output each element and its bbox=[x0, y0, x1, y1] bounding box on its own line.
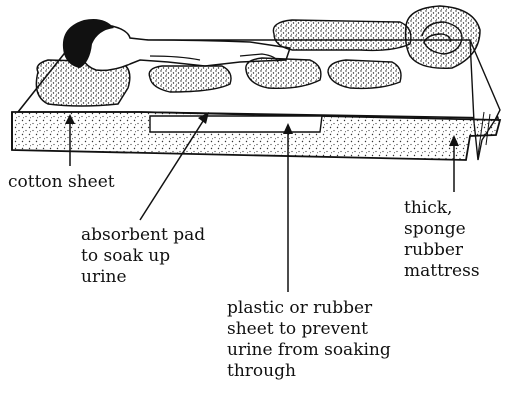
label-plastic-sheet: plastic or rubber sheet to prevent urine… bbox=[227, 298, 391, 382]
leg-cover bbox=[273, 20, 411, 50]
label-line: plastic or rubber bbox=[227, 298, 391, 319]
label-absorbent-pad: absorbent pad to soak up urine bbox=[81, 225, 205, 288]
cover-pad-1 bbox=[149, 66, 231, 92]
label-cotton-sheet: cotton sheet bbox=[8, 172, 115, 193]
label-line: through bbox=[227, 361, 391, 382]
label-line: thick, bbox=[404, 198, 480, 219]
label-line: to soak up bbox=[81, 246, 205, 267]
label-line: sponge bbox=[404, 219, 480, 240]
label-line: mattress bbox=[404, 261, 480, 282]
label-line: absorbent pad bbox=[81, 225, 205, 246]
label-line: urine bbox=[81, 267, 205, 288]
label-line: urine from soaking bbox=[227, 340, 391, 361]
label-line: rubber bbox=[404, 240, 480, 261]
plastic-sheet-edge bbox=[150, 116, 322, 132]
label-mattress: thick, sponge rubber mattress bbox=[404, 198, 480, 282]
cover-pad-3 bbox=[328, 60, 401, 88]
label-line: cotton sheet bbox=[8, 172, 115, 193]
label-line: sheet to prevent bbox=[227, 319, 391, 340]
cover-pad-2 bbox=[246, 58, 321, 88]
sheet-drape bbox=[470, 40, 500, 160]
